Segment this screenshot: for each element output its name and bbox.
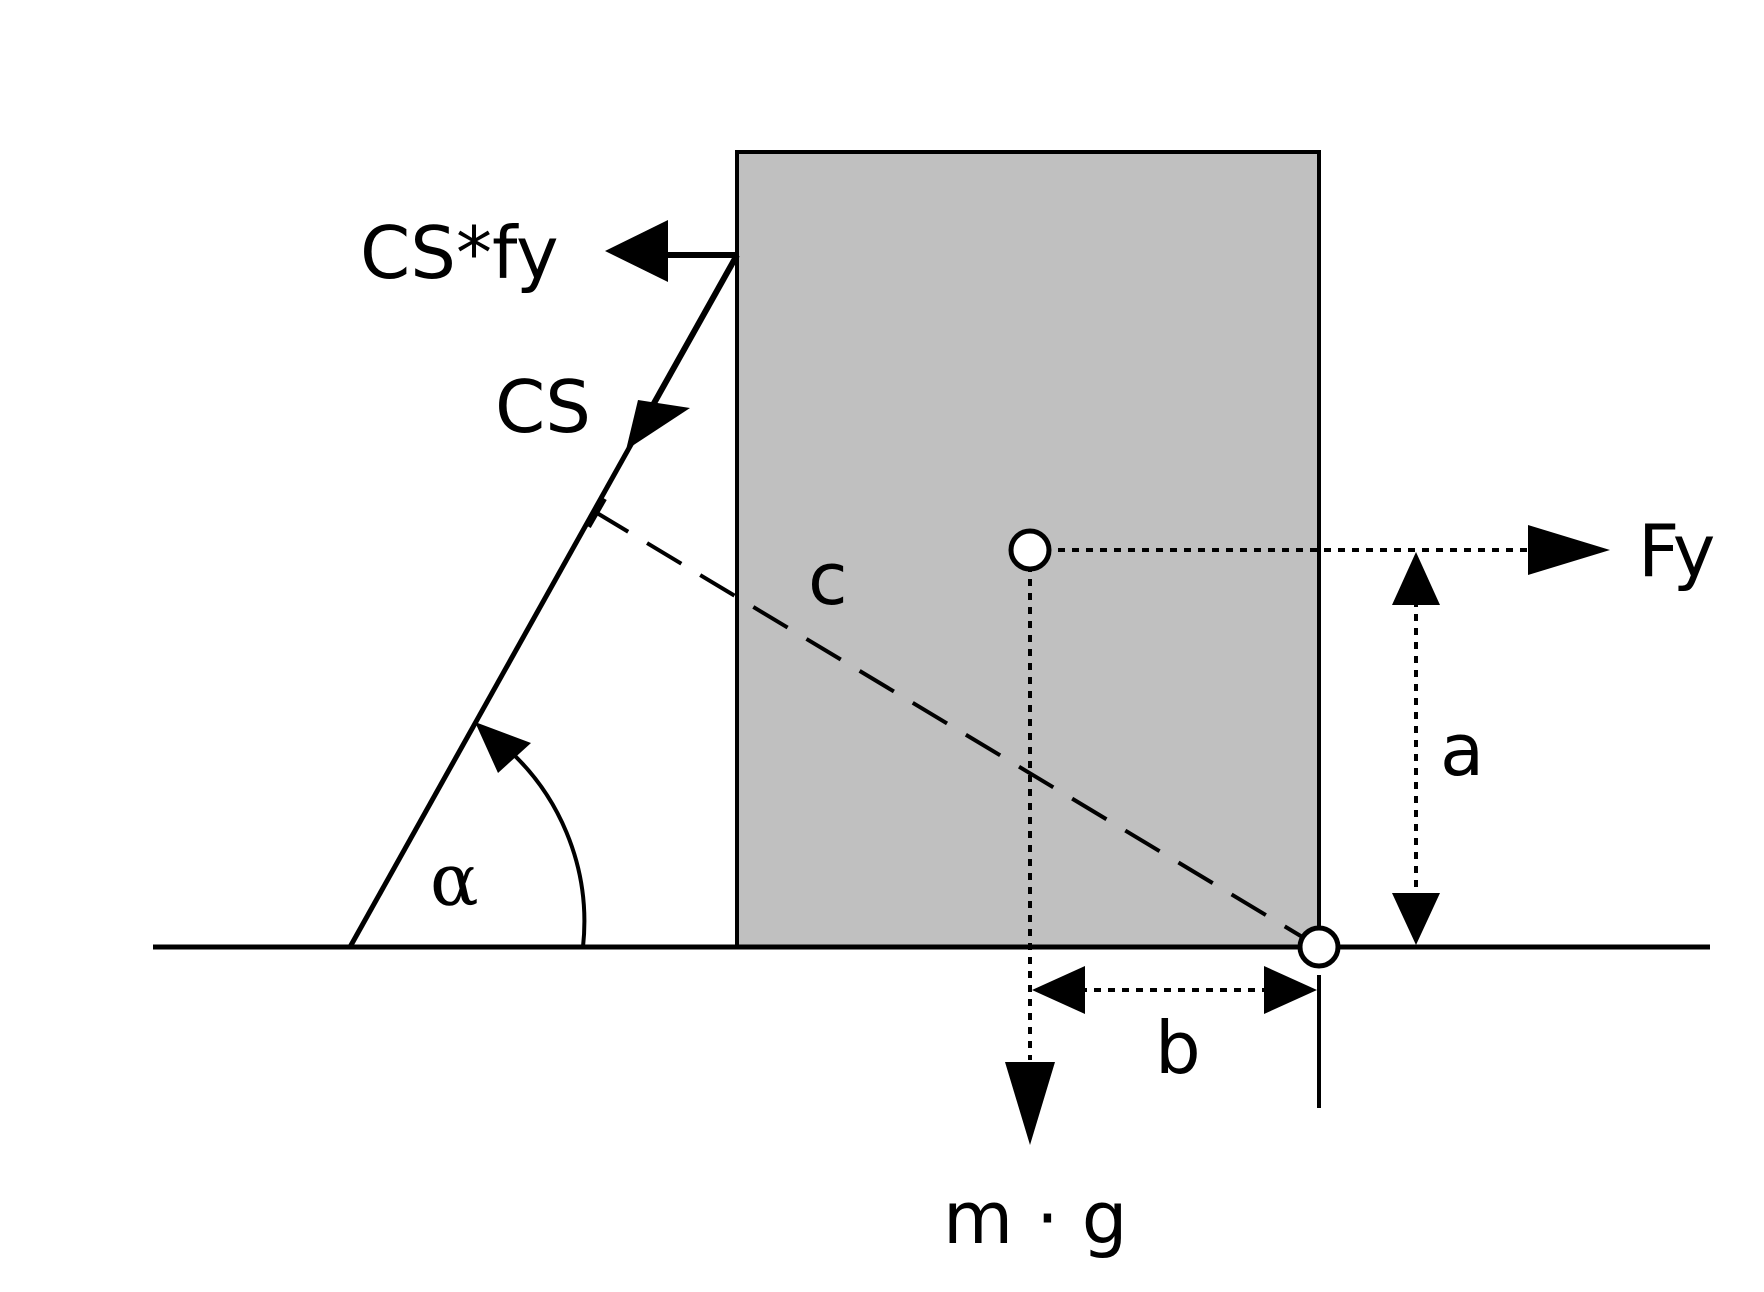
weight-arrowhead xyxy=(1005,1062,1055,1145)
alpha-angle-arc xyxy=(495,738,587,948)
label-cs-fy: CS*fy xyxy=(360,211,559,295)
label-b: b xyxy=(1155,1006,1201,1090)
cs-force-arrow xyxy=(650,253,740,407)
dimension-b-right-arrowhead xyxy=(1264,966,1317,1014)
tipping-point xyxy=(1297,925,1341,969)
label-mg: m · g xyxy=(943,1176,1128,1260)
cs-arrowhead xyxy=(626,400,690,450)
label-c: c xyxy=(808,537,848,621)
alpha-arc-arrowhead xyxy=(475,722,531,773)
label-a: a xyxy=(1440,708,1484,792)
label-fy: Fy xyxy=(1638,509,1715,593)
dimension-b-left-arrowhead xyxy=(1032,966,1085,1014)
lever-arm-c-tick xyxy=(587,498,607,528)
fy-arrowhead xyxy=(1528,525,1610,575)
label-cs: CS xyxy=(495,365,591,449)
cs-fy-arrowhead xyxy=(605,220,668,282)
dimension-a-top-arrowhead xyxy=(1392,552,1440,605)
label-alpha: α xyxy=(430,838,479,922)
dimension-a-bottom-arrowhead xyxy=(1392,893,1440,945)
lever-arm-c-line xyxy=(595,511,1321,949)
center-of-mass-point xyxy=(1008,528,1052,572)
